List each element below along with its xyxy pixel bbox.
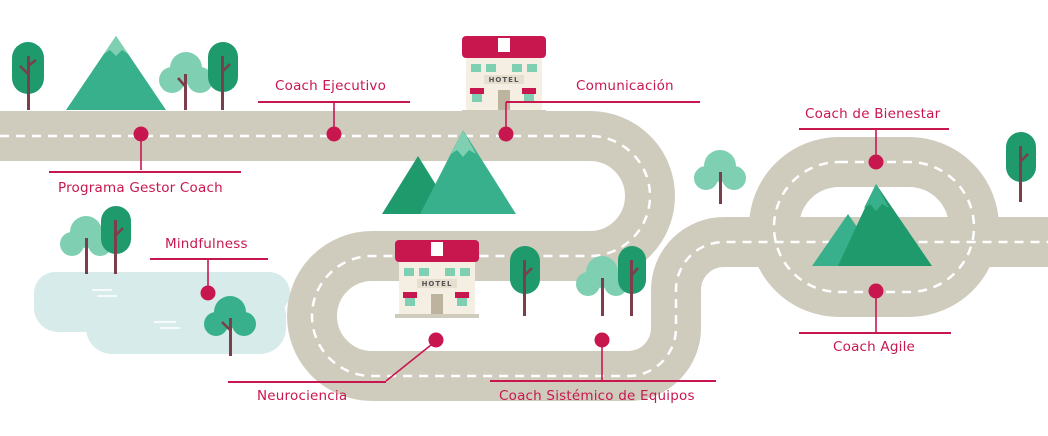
- tree-cluster-lake: [60, 206, 131, 274]
- stop-marker-programa-gestor[interactable]: [133, 126, 149, 142]
- tree-lake-island: [204, 296, 256, 356]
- label-coach-agile[interactable]: Coach Agile: [833, 339, 916, 355]
- rule-mindfulness: [150, 258, 268, 260]
- tree-right-round: [694, 150, 746, 204]
- label-programa-gestor-coach[interactable]: Programa Gestor Coach: [58, 180, 223, 196]
- label-coach-ejecutivo[interactable]: Coach Ejecutivo: [275, 78, 387, 94]
- hotel-bottom-sign: HOTEL: [422, 280, 453, 288]
- hotel-top-sign: HOTEL: [489, 76, 520, 84]
- rule-neurociencia: [228, 381, 386, 383]
- mountain-center: [382, 130, 516, 214]
- label-coach-de-bienestar[interactable]: Coach de Bienestar: [805, 106, 941, 122]
- label-mindfulness[interactable]: Mindfulness: [165, 236, 248, 252]
- rule-coach-ejecutivo: [258, 101, 410, 103]
- mountain-right: [812, 184, 932, 266]
- tree-left-tall: [12, 42, 44, 110]
- rule-coach-sistemico: [490, 380, 716, 382]
- rule-programa-gestor: [49, 171, 241, 173]
- stop-marker-coach-ejecutivo[interactable]: [326, 126, 342, 142]
- label-coach-sistemico-de-equipos[interactable]: Coach Sistémico de Equipos: [499, 388, 695, 404]
- connector-lines: [140, 102, 877, 382]
- tree-far-right: [1006, 132, 1036, 202]
- lake: [34, 272, 290, 354]
- stop-marker-coach-sistemico[interactable]: [594, 332, 610, 348]
- rule-comunicacion: [506, 101, 700, 103]
- stop-marker-coach-agile[interactable]: [868, 283, 884, 299]
- label-comunicacion[interactable]: Comunicación: [576, 78, 674, 94]
- hotel-bottom: HOTEL: [395, 240, 479, 318]
- tree-cluster-top: [159, 42, 238, 110]
- mountain-left: [66, 36, 166, 110]
- tree-cluster-middle: [576, 246, 646, 316]
- tree-pair-middle: [510, 246, 540, 316]
- stop-marker-coach-bienestar[interactable]: [868, 154, 884, 170]
- rule-coach-bienestar: [799, 128, 949, 130]
- hotel-top: HOTEL: [462, 36, 546, 114]
- stop-marker-comunicacion[interactable]: [498, 126, 514, 142]
- stop-marker-neurociencia[interactable]: [428, 332, 444, 348]
- rule-coach-agile: [799, 332, 951, 334]
- stop-marker-mindfulness[interactable]: [200, 285, 216, 301]
- label-neurociencia[interactable]: Neurociencia: [257, 388, 348, 404]
